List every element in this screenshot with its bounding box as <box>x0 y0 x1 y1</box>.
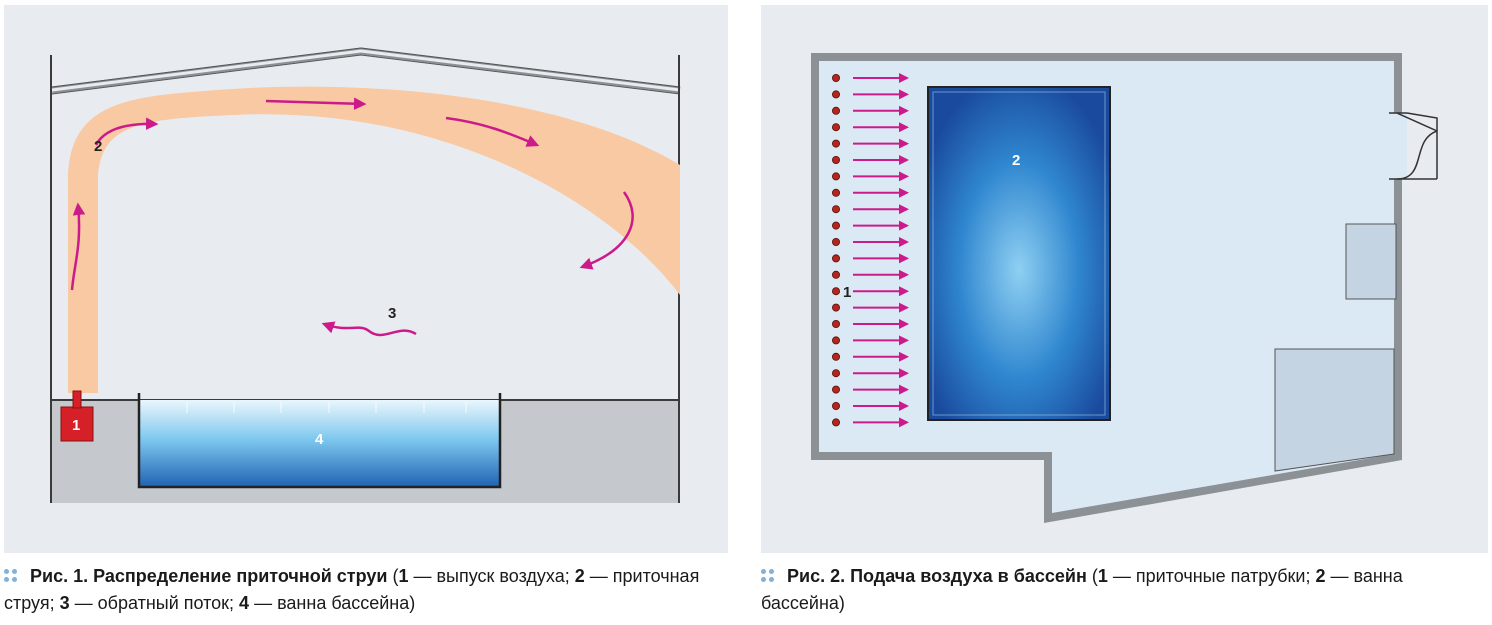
supply-jet <box>68 86 680 393</box>
nozzle-dot <box>832 352 841 361</box>
nozzle-dot <box>832 319 841 328</box>
pool-bath-rim <box>932 91 1106 416</box>
figure-1-caption: Рис. 1. Распределение приточной струи (1… <box>4 563 738 617</box>
caption-1-n2: 2 <box>574 566 585 586</box>
caption-2-title: Рис. 2. Подача воздуха в бассейн <box>787 566 1087 586</box>
nozzle-dot <box>832 155 841 164</box>
airflow-arrows <box>70 97 634 337</box>
arrow-descend <box>579 191 634 270</box>
figure-2-panel: 2 1 <box>761 5 1488 553</box>
nozzle-dot <box>832 287 841 296</box>
caption-2-n1: 1 <box>1097 566 1108 586</box>
pool-bath <box>927 86 1111 421</box>
figure-2-diagram: 2 1 <box>811 53 1438 523</box>
caption-1-title: Рис. 1. Распределение приточной струи <box>30 566 388 586</box>
pool-bath-outline <box>137 393 502 489</box>
label-outlet-1: 1 <box>72 417 80 434</box>
nozzle-dot <box>832 303 841 312</box>
supply-nozzles <box>832 73 909 428</box>
figure-1-panel: 4 1 2 3 <box>4 5 728 553</box>
nozzle-dot <box>832 106 841 115</box>
arrow-return <box>321 321 417 337</box>
pool-bath <box>139 400 500 487</box>
arrow-top-left <box>265 97 367 110</box>
roof-outline <box>51 47 681 88</box>
caption-1-open: ( <box>387 566 399 586</box>
figure-1-diagram: 4 1 2 3 <box>50 47 681 503</box>
roof-outline-inner <box>51 54 681 95</box>
nozzle-dot <box>832 270 841 279</box>
nozzle-dot <box>832 221 841 230</box>
nozzle-dot <box>832 74 841 83</box>
nozzle-dot <box>832 139 841 148</box>
pool-lane-ticks <box>186 402 467 413</box>
label-jet-2: 2 <box>94 138 102 155</box>
caption-2-t2: — ванна бассейна) <box>761 566 1403 613</box>
caption-2-n2: 2 <box>1315 566 1326 586</box>
nozzle-dot <box>832 336 841 345</box>
nozzle-dot <box>832 401 841 410</box>
caption-2-t1: — приточные патрубки; <box>1107 566 1316 586</box>
nozzle-dot <box>832 123 841 132</box>
roof-inner <box>51 49 681 92</box>
nozzle-dot <box>832 254 841 263</box>
air-outlet-neck <box>72 390 82 409</box>
nozzle-dot <box>832 188 841 197</box>
caption-1-t4: — ванна бассейна) <box>249 593 416 613</box>
label-bath-4: 4 <box>315 431 324 448</box>
side-room-large <box>1274 348 1395 472</box>
caption-2-open: ( <box>1086 566 1098 586</box>
nozzle-dot <box>832 90 841 99</box>
caption-1-n1: 1 <box>398 566 409 586</box>
label-return-3: 3 <box>388 305 396 322</box>
roof <box>51 47 681 94</box>
figure-2-caption: Рис. 2. Подача воздуха в бассейн (1 — пр… <box>761 563 1491 617</box>
arrow-top-right <box>445 116 540 147</box>
arrow-rise-upper <box>94 117 159 146</box>
nozzle-dot <box>832 385 841 394</box>
caption-1-n4: 4 <box>239 593 250 613</box>
side-room-small <box>1345 223 1397 300</box>
nozzle-dot <box>832 172 841 181</box>
label-bath-2: 2 <box>1012 152 1020 169</box>
label-nozzles-1: 1 <box>843 284 851 301</box>
door <box>1389 112 1438 180</box>
caption-1-t2: — приточная струя; <box>4 566 700 613</box>
caption-1-t3: — обратный поток; <box>69 593 240 613</box>
nozzle-dot <box>832 369 841 378</box>
caption-1-n3: 3 <box>59 593 70 613</box>
nozzle-dot <box>832 418 841 427</box>
caption-bullet-icon <box>761 569 775 583</box>
nozzle-dot <box>832 237 841 246</box>
arrow-rise-lower <box>70 202 86 291</box>
caption-bullet-icon <box>4 569 18 583</box>
nozzle-dot <box>832 205 841 214</box>
caption-1-t1: — выпуск воздуха; <box>408 566 575 586</box>
